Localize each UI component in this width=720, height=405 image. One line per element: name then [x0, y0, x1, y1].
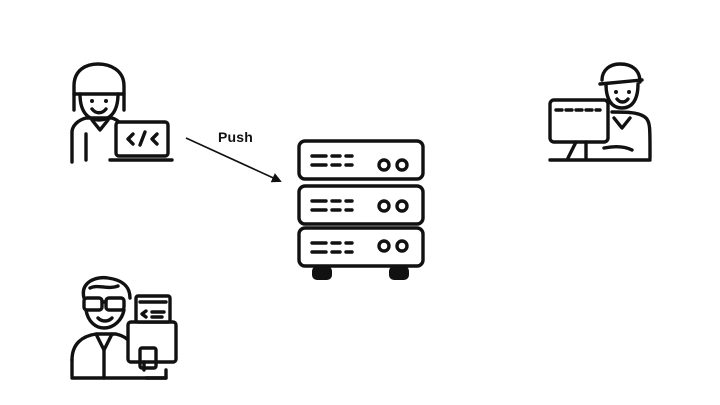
developer-at-desktop-icon: [548, 62, 652, 162]
developer-with-laptop-icon: [70, 62, 174, 164]
developer-with-code-screen-icon: [70, 275, 178, 380]
server-rack-icon: [297, 139, 425, 280]
push-arrow: [185, 137, 282, 183]
edge-label-push: Push: [218, 129, 254, 145]
